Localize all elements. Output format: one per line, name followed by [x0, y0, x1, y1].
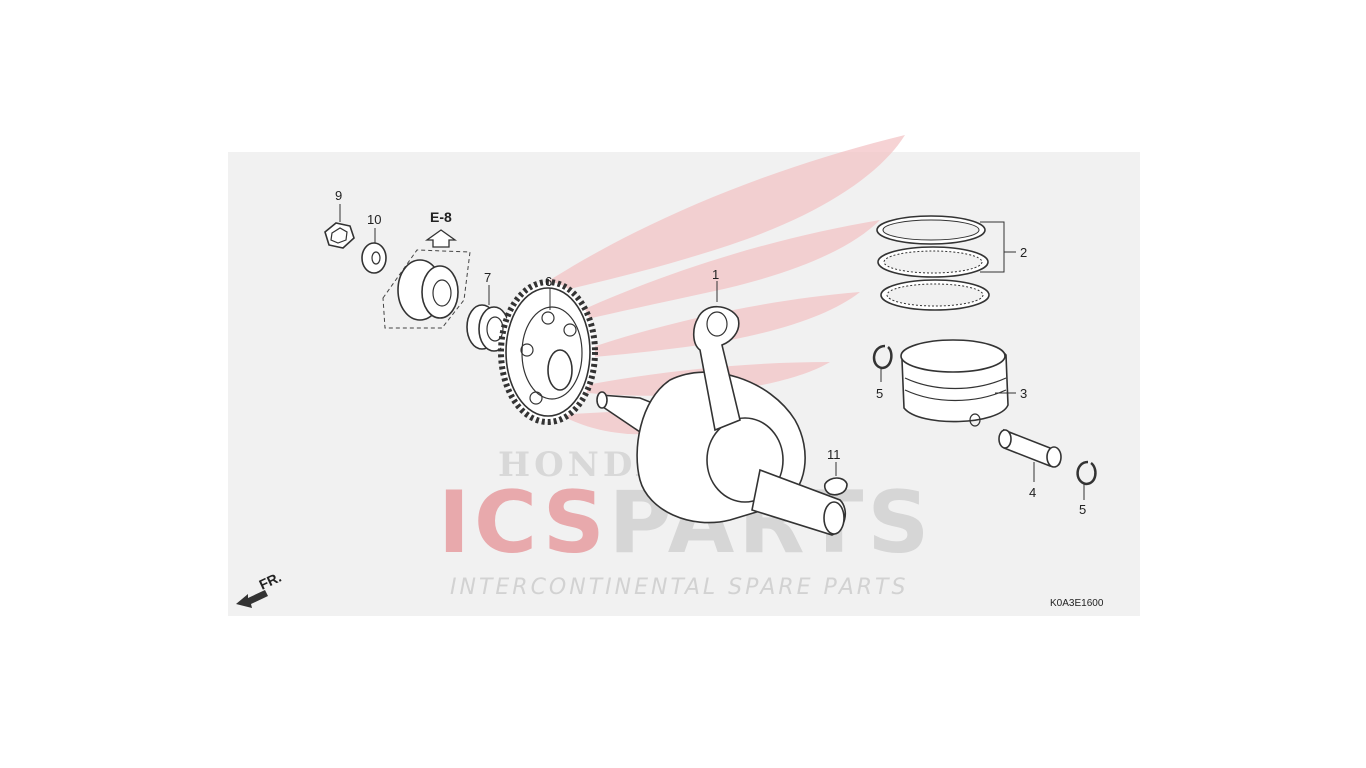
reference-e8-group: E-8	[382, 209, 471, 329]
callout-1: 1	[712, 267, 719, 282]
part-7-bearing	[466, 304, 510, 352]
arrow-front-icon	[236, 590, 268, 608]
callout-5-left: 5	[876, 386, 883, 401]
callout-9: 9	[335, 188, 342, 203]
callout-10: 10	[367, 212, 381, 227]
gear-e8	[397, 259, 459, 321]
part-4-piston-pin	[998, 428, 1062, 468]
front-direction-indicator: FR.	[236, 569, 284, 608]
part-10-washer	[361, 242, 387, 274]
part-6-gear	[498, 279, 598, 425]
part-3-piston	[900, 339, 1009, 427]
callout-5-right: 5	[1079, 502, 1086, 517]
watermark-ics: ICS	[438, 473, 609, 573]
callout-2: 2	[1020, 245, 1027, 260]
callout-4: 4	[1029, 485, 1036, 500]
diagram-code: K0A3E1600	[1050, 598, 1104, 609]
part-11-key	[823, 477, 848, 496]
watermark-tagline: INTERCONTINENTAL SPARE PARTS	[450, 575, 908, 600]
part-2-piston-rings	[876, 215, 990, 311]
callouts: 9 10 7 6 1 11 2 3 4 5 5	[335, 188, 1086, 517]
reference-label: E-8	[430, 209, 452, 225]
part-1-crankshaft	[596, 305, 847, 536]
callout-6: 6	[545, 274, 552, 289]
callout-3: 3	[1020, 386, 1027, 401]
leader-lines	[339, 204, 1085, 500]
arrow-up-icon	[424, 229, 458, 248]
part-5-circlip-right	[1076, 460, 1097, 486]
part-5-circlip-left	[872, 344, 893, 370]
callout-11: 11	[827, 447, 841, 462]
front-label: FR.	[257, 569, 284, 593]
callout-7: 7	[484, 270, 491, 285]
watermark-honda: HONDA	[498, 445, 667, 485]
part-9-nut	[324, 222, 355, 249]
